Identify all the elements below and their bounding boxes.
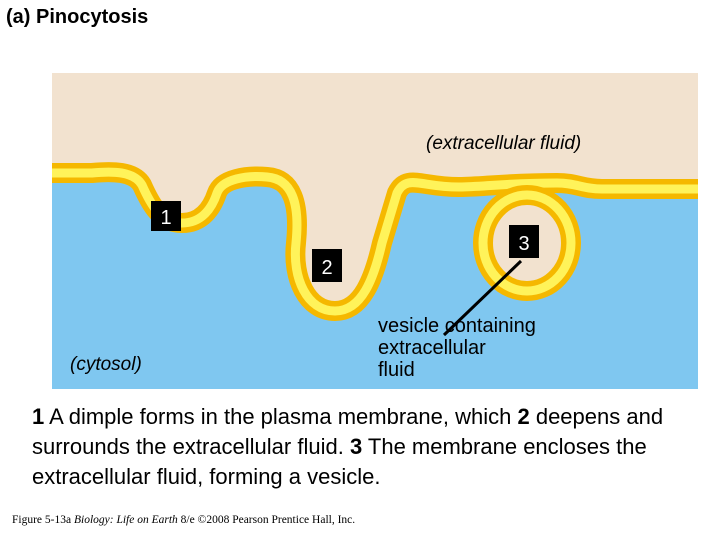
extracellular-fluid-label: (extracellular fluid) <box>426 133 581 154</box>
vesicle-label-line-3: fluid <box>378 359 415 381</box>
step-1-box <box>151 201 181 231</box>
vesicle-label-line-2: extracellular <box>378 337 486 359</box>
credit-book-title: Biology: Life on Earth <box>73 514 178 526</box>
step-2-box <box>312 249 342 282</box>
vesicle-membrane-inner <box>478 190 576 296</box>
step-2-label: 2 <box>321 257 332 279</box>
figure-caption: 1 A dimple forms in the plasma membrane,… <box>32 402 712 492</box>
extracellular-region <box>52 73 698 311</box>
vesicle-label-line-1: vesicle containing <box>378 315 536 337</box>
credit-prefix: Figure 5-13a <box>12 514 74 526</box>
figure-title: (a) Pinocytosis <box>6 6 149 28</box>
caption-step-1: 1 <box>32 404 45 429</box>
cytosol-label: (cytosol) <box>70 354 142 375</box>
caption-text-3: The membrane encloses the extracellular … <box>32 434 647 489</box>
caption-step-2: 2 <box>517 404 530 429</box>
step-3-label: 3 <box>518 233 529 255</box>
credit-suffix: 8/e ©2008 Pearson Prentice Hall, Inc. <box>177 514 356 526</box>
figure-credit: Figure 5-13a Biology: Life on Earth 8/e … <box>12 514 355 526</box>
diagram-svg: 1 2 3 (extracellular fluid) (cytosol) ve… <box>52 73 698 389</box>
step-1-label: 1 <box>160 207 171 229</box>
pinocytosis-diagram: 1 2 3 (extracellular fluid) (cytosol) ve… <box>52 73 698 389</box>
step-3-box <box>509 225 539 258</box>
caption-text-1: A dimple forms in the plasma membrane, w… <box>44 404 518 429</box>
caption-step-3: 3 <box>349 434 363 459</box>
caption-text-2: deepens and surrounds the extracellular … <box>32 404 664 459</box>
vesicle-pointer-line <box>442 259 523 337</box>
